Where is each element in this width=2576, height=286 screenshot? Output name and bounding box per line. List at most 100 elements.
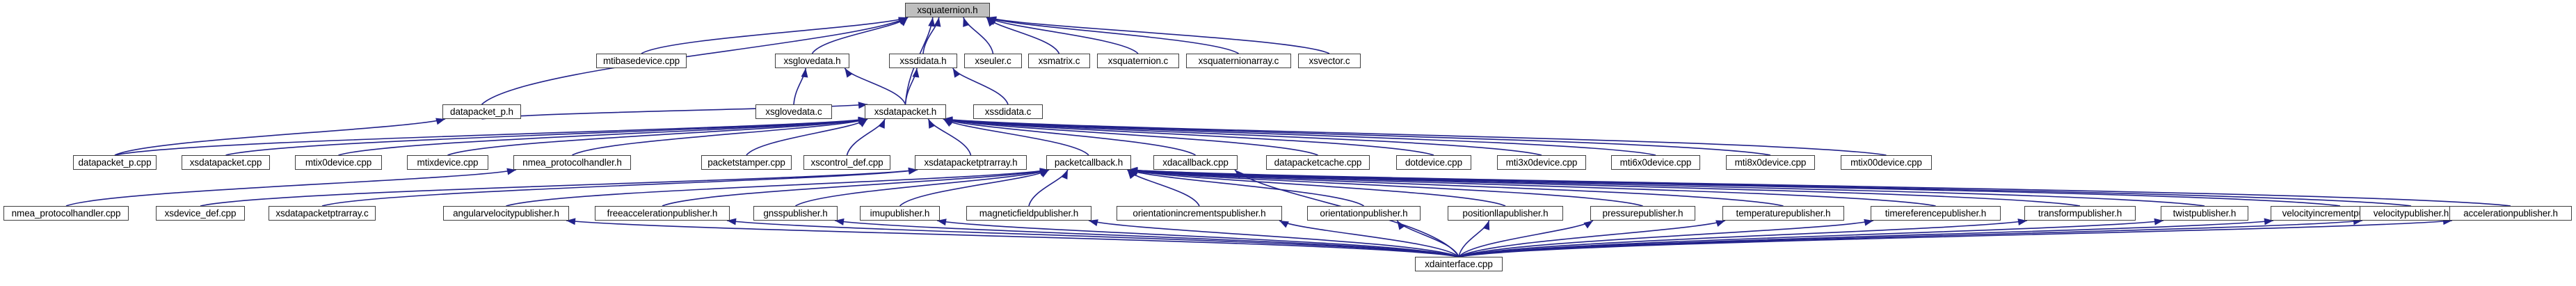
graph-node-xdainterface-cpp[interactable]: xdainterface.cpp <box>1415 257 1503 271</box>
graph-edge <box>1396 220 1459 257</box>
graph-edge <box>936 220 1459 257</box>
graph-node-xsdatapacket-h[interactable]: xsdatapacket.h <box>865 104 946 119</box>
graph-edge-arrowhead <box>928 17 936 27</box>
graph-edge <box>1458 220 2164 257</box>
graph-node-nmea-protocolhandler-cpp[interactable]: nmea_protocolhandler.cpp <box>3 206 129 221</box>
graph-node-freeaccelerationpublisher-h[interactable]: freeaccelerationpublisher.h <box>595 206 730 221</box>
graph-node-positionllapublisher-h[interactable]: positionllapublisher.h <box>1448 206 1563 221</box>
graph-edge <box>1458 220 1594 257</box>
graph-node-accelerationpublisher-h[interactable]: accelerationpublisher.h <box>2449 206 2572 221</box>
graph-node-mtix0device-cpp[interactable]: mtix0device.cpp <box>295 155 382 170</box>
graph-edge <box>1128 169 1643 207</box>
graph-edge <box>1458 220 2274 257</box>
graph-node-dotdevice-cpp[interactable]: dotdevice.cpp <box>1396 155 1471 170</box>
graph-node-orientationincrementspublisher-h[interactable]: orientationincrementspublisher.h <box>1117 206 1282 221</box>
graph-node-mti3x0device-cpp[interactable]: mti3x0device.cpp <box>1497 155 1586 170</box>
graph-node-xdacallback-cpp[interactable]: xdacallback.cpp <box>1153 155 1238 170</box>
graph-node-xsglovedata-c[interactable]: xsglovedata.c <box>755 104 832 119</box>
graph-node-angularvelocitypublisher-h[interactable]: angularvelocitypublisher.h <box>443 206 569 221</box>
graph-node-imupublisher-h[interactable]: imupublisher.h <box>860 206 940 221</box>
graph-node-mtix00device-cpp[interactable]: mtix00device.cpp <box>1841 155 1932 170</box>
graph-edge <box>321 169 918 207</box>
graph-edge <box>1088 220 1459 257</box>
graph-edge <box>795 169 1050 207</box>
graph-node-datapacket-p-cpp[interactable]: datapacket_p.cpp <box>73 155 157 170</box>
graph-node-xsquaternion-c[interactable]: xsquaternion.c <box>1097 54 1179 68</box>
graph-edge <box>1128 169 2081 207</box>
graph-edge <box>811 17 909 54</box>
graph-edge <box>662 169 1050 207</box>
graph-edge <box>1128 169 1784 207</box>
graph-edge-arrowhead <box>928 119 936 129</box>
graph-node-datapacket-p-h[interactable]: datapacket_p.h <box>442 104 521 119</box>
graph-edge <box>200 169 918 207</box>
graph-node-xsmatrix-c[interactable]: xsmatrix.c <box>1028 54 1090 68</box>
graph-edge <box>986 17 1239 54</box>
graph-node-mti8x0device-cpp[interactable]: mti8x0device.cpp <box>1726 155 1815 170</box>
graph-node-xsdevice-def-cpp[interactable]: xsdevice_def.cpp <box>156 206 245 221</box>
graph-edge-arrowhead <box>912 68 920 78</box>
graph-edge-arrowhead <box>1482 221 1490 230</box>
graph-edge <box>114 118 868 156</box>
graph-edge <box>943 118 1318 156</box>
graph-edge <box>1458 220 1726 257</box>
graph-node-velocitypublisher-h[interactable]: velocitypublisher.h <box>2360 206 2463 221</box>
graph-node-xssdidata-c[interactable]: xssdidata.c <box>973 104 1043 119</box>
graph-edge <box>963 17 994 54</box>
graph-node-twistpublisher-h[interactable]: twistpublisher.h <box>2161 206 2248 221</box>
graph-edge <box>986 17 1139 54</box>
graph-edge-arrowhead <box>934 17 941 27</box>
graph-edge <box>904 67 918 105</box>
graph-edge-arrowhead <box>801 68 808 78</box>
graph-edge <box>943 118 1089 156</box>
graph-node-packetstamper-cpp[interactable]: packetstamper.cpp <box>701 155 792 170</box>
graph-node-timereferencepublisher-h[interactable]: timereferencepublisher.h <box>1871 206 2001 221</box>
graph-edge <box>943 118 1887 156</box>
graph-edge <box>922 17 940 54</box>
graph-edge <box>1279 220 1459 257</box>
graph-node-orientationpublisher-h[interactable]: orientationpublisher.h <box>1307 206 1421 221</box>
graph-edge <box>746 118 868 156</box>
graph-edge <box>506 169 1050 207</box>
graph-node-xsquaternion-h[interactable]: xsquaternion.h <box>905 3 990 17</box>
graph-node-xscontrol-def-cpp[interactable]: xscontrol_def.cpp <box>803 155 890 170</box>
graph-node-magneticfieldpublisher-h[interactable]: magneticfieldpublisher.h <box>966 206 1091 221</box>
graph-edge <box>943 118 1434 156</box>
graph-edge <box>943 118 1656 156</box>
graph-node-xsdatapacketptrarray-h[interactable]: xsdatapacketptrarray.h <box>915 155 1027 170</box>
graph-node-xsvector-c[interactable]: xsvector.c <box>1298 54 1361 68</box>
graph-edge <box>1128 169 2205 207</box>
graph-node-xssdidata-h[interactable]: xssdidata.h <box>889 54 957 68</box>
graph-edge <box>927 118 972 156</box>
graph-node-mtibasedevice-cpp[interactable]: mtibasedevice.cpp <box>596 54 687 68</box>
graph-edge <box>225 118 868 156</box>
graph-node-xseuler-c[interactable]: xseuler.c <box>964 54 1022 68</box>
graph-edge <box>1458 220 2363 257</box>
graph-edge <box>846 118 886 156</box>
graph-node-mtixdevice-cpp[interactable]: mtixdevice.cpp <box>407 155 488 170</box>
graph-edge <box>986 17 1060 54</box>
graph-edge <box>844 67 906 105</box>
graph-node-xsquaternionarray-c[interactable]: xsquaternionarray.c <box>1186 54 1291 68</box>
graph-node-temperaturepublisher-h[interactable]: temperaturepublisher.h <box>1722 206 1844 221</box>
graph-node-xsglovedata-h[interactable]: xsglovedata.h <box>775 54 849 68</box>
graph-edge <box>338 118 868 156</box>
graph-edge <box>572 118 868 156</box>
graph-edge-arrowhead <box>878 119 886 129</box>
graph-node-nmea-protocolhandler-h[interactable]: nmea_protocolhandler.h <box>513 155 631 170</box>
graph-node-gnsspublisher-h[interactable]: gnsspublisher.h <box>753 206 838 221</box>
graph-edge <box>1028 169 1069 207</box>
graph-node-pressurepublisher-h[interactable]: pressurepublisher.h <box>1590 206 1695 221</box>
graph-node-transformpublisher-h[interactable]: transformpublisher.h <box>2024 206 2136 221</box>
graph-node-xsdatapacketptrarray-c[interactable]: xsdatapacketptrarray.c <box>269 206 376 221</box>
graph-node-mti6x0device-cpp[interactable]: mti6x0device.cpp <box>1611 155 1700 170</box>
graph-node-packetcallback-h[interactable]: packetcallback.h <box>1046 155 1131 170</box>
graph-edge <box>65 169 517 207</box>
graph-edge <box>726 220 1459 257</box>
graph-node-xsdatapacket-cpp[interactable]: xsdatapacket.cpp <box>182 155 270 170</box>
graph-edge <box>1458 220 2028 257</box>
graph-node-datapacketcache-cpp[interactable]: datapacketcache.cpp <box>1266 155 1370 170</box>
graph-edge <box>1458 220 1490 257</box>
